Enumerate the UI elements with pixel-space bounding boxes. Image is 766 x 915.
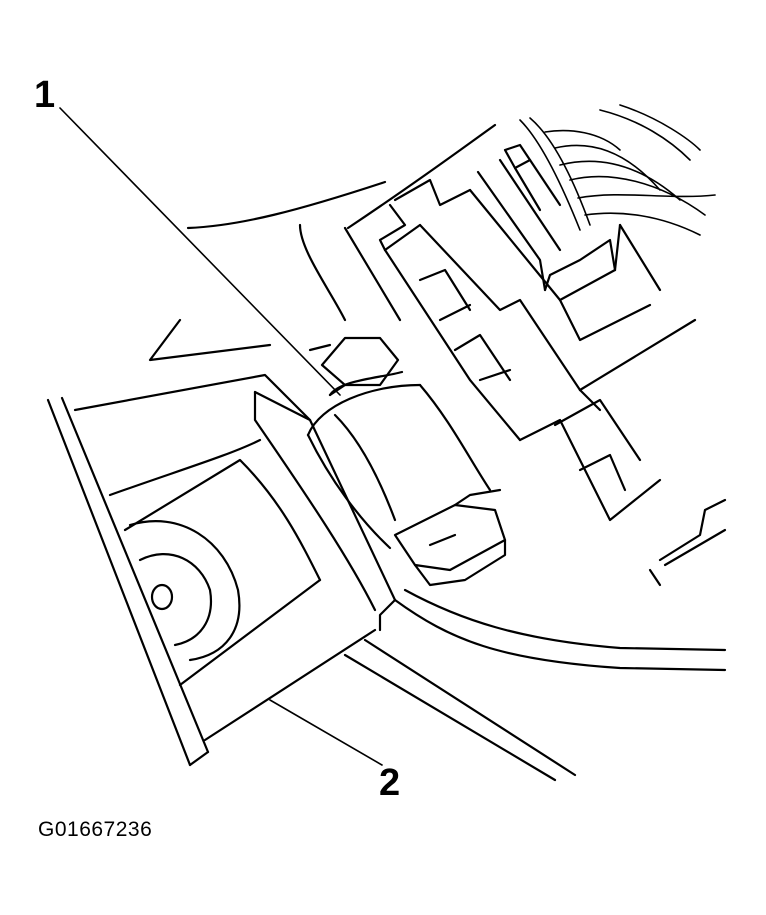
callout-2-leader: [269, 699, 383, 766]
sensor-switch-body: [306, 336, 507, 587]
mounting-bracket: [46, 318, 397, 767]
callout-1-label: 1: [34, 74, 55, 116]
lower-panel: [343, 498, 727, 782]
electrical-connector: [378, 158, 697, 522]
callout-1-leader: [59, 107, 341, 396]
callout-2-label: 2: [379, 762, 400, 804]
figure-id: G01667236: [38, 818, 153, 841]
upper-housing: [186, 123, 497, 322]
wire-harness: [503, 104, 716, 236]
